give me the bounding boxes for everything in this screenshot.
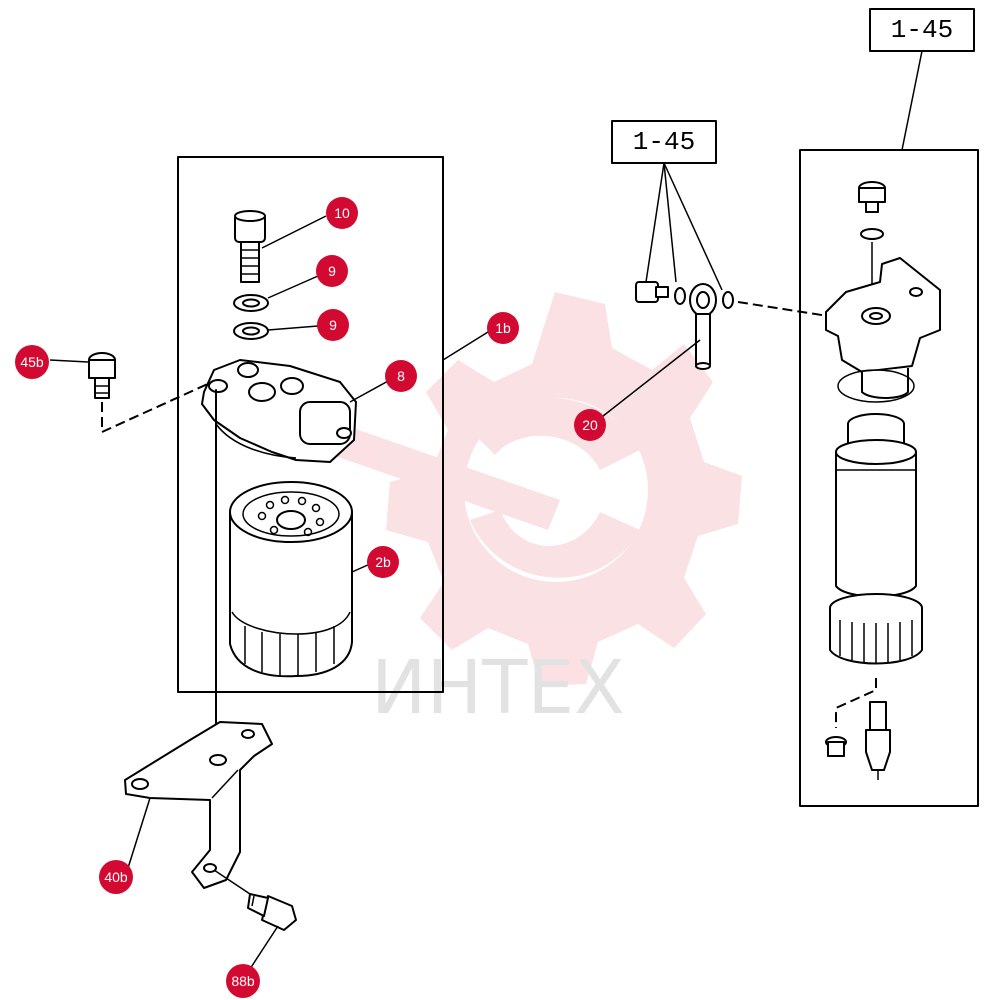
callout-leader-lines [49, 215, 701, 973]
right-drain-dashed-line [835, 678, 877, 728]
callout-label: 9 [329, 317, 337, 333]
middle-leader-lines [645, 162, 723, 291]
part-mounting-bracket [124, 721, 273, 889]
callout-label: 45b [20, 354, 44, 370]
part-washer-upper [233, 294, 269, 312]
banjo-dashed-line [737, 301, 829, 317]
callout-label: 9 [328, 263, 336, 279]
part-bracket-bolt [247, 893, 297, 931]
part-banjo-washer-a [674, 287, 686, 305]
part-right-sensor [865, 701, 891, 780]
callout-label: 8 [397, 368, 405, 384]
head-bolt-dashed-line [101, 381, 213, 434]
watermark-text: ИНТЕХ [371, 645, 625, 731]
part-right-top-bolt [858, 181, 886, 213]
part-right-filter-element [835, 413, 917, 608]
callout-20[interactable]: 20 [574, 409, 606, 441]
callout-2b[interactable]: 2b [367, 546, 399, 578]
reference-label-middle: 1-45 [633, 127, 695, 157]
callout-8[interactable]: 8 [385, 360, 417, 392]
part-right-o-ring [837, 369, 915, 403]
top-reference-leader [901, 50, 923, 151]
callout-label: 40b [104, 869, 128, 885]
callout-88b[interactable]: 88b [226, 964, 260, 998]
reference-label-top: 1-45 [891, 15, 953, 45]
callout-40b[interactable]: 40b [99, 860, 133, 894]
part-right-washer [860, 228, 884, 240]
right-assembly-frame [799, 149, 979, 807]
callout-45b[interactable]: 45b [15, 345, 49, 379]
part-right-filter-bowl [829, 593, 923, 665]
callout-1b[interactable]: 1b [487, 312, 519, 344]
callout-9-lower[interactable]: 9 [317, 309, 349, 341]
callout-label: 1b [495, 320, 511, 336]
left-assembly-frame [177, 156, 444, 693]
callout-label: 10 [334, 205, 350, 221]
part-filter-cartridge [229, 481, 353, 678]
callout-10[interactable]: 10 [326, 197, 358, 229]
part-filter-head [201, 359, 357, 463]
part-head-bolt [88, 352, 116, 399]
part-banjo-washer-b [722, 291, 734, 309]
callout-label: 2b [375, 554, 391, 570]
part-right-drain-plug [825, 736, 847, 757]
part-banjo-bolt [635, 281, 669, 303]
part-banjo-fitting [689, 283, 717, 370]
part-right-filter-head [825, 257, 941, 399]
part-washer-lower [233, 322, 269, 340]
callout-9-upper[interactable]: 9 [316, 255, 348, 287]
callout-label: 20 [582, 417, 598, 433]
callout-label: 88b [231, 973, 255, 989]
part-hollow-bolt [234, 210, 266, 283]
watermark-gear-icon [318, 292, 742, 686]
